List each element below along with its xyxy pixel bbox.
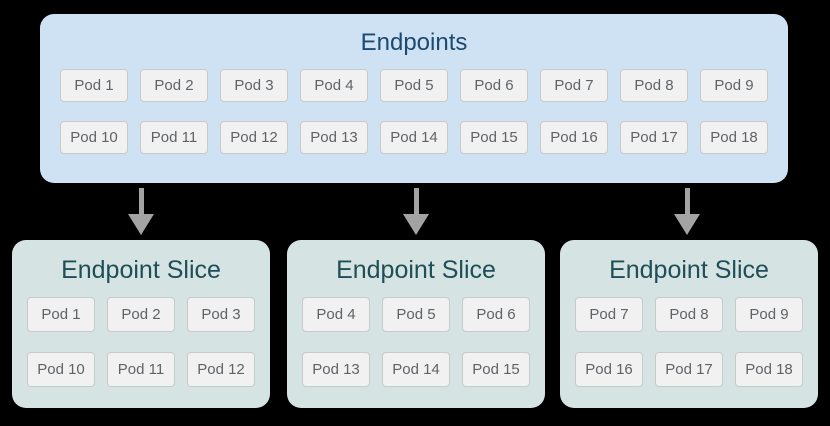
pod-chip: Pod 9: [700, 69, 768, 102]
pod-chip: Pod 8: [620, 69, 688, 102]
pod-chip: Pod 5: [380, 69, 448, 102]
pod-chip: Pod 18: [700, 121, 768, 154]
endpoints-box: Endpoints Pod 1 Pod 2 Pod 3 Pod 4 Pod 5 …: [40, 14, 788, 183]
arrow-head: [674, 214, 700, 235]
arrow-head: [403, 214, 429, 235]
pod-chip: Pod 10: [60, 121, 128, 154]
pod-chip: Pod 9: [735, 297, 803, 332]
pod-chip: Pod 16: [540, 121, 608, 154]
pod-chip: Pod 4: [302, 297, 370, 332]
pod-chip: Pod 1: [27, 297, 95, 332]
pod-chip: Pod 4: [300, 69, 368, 102]
pod-chip: Pod 16: [575, 352, 643, 387]
endpoint-slice-box-3: Endpoint Slice Pod 7 Pod 8 Pod 9 Pod 16 …: [560, 240, 818, 408]
pod-chip: Pod 3: [220, 69, 288, 102]
endpoint-slice-title: Endpoint Slice: [609, 256, 769, 284]
pod-chip: Pod 15: [462, 352, 530, 387]
pod-chip: Pod 15: [460, 121, 528, 154]
pod-chip: Pod 2: [107, 297, 175, 332]
endpoints-pod-grid: Pod 1 Pod 2 Pod 3 Pod 4 Pod 5 Pod 6 Pod …: [40, 69, 788, 154]
arrow-shaft: [413, 188, 419, 214]
pod-chip: Pod 17: [620, 121, 688, 154]
pod-chip: Pod 17: [655, 352, 723, 387]
pod-chip: Pod 11: [140, 121, 208, 154]
slice-pod-grid: Pod 4 Pod 5 Pod 6 Pod 13 Pod 14 Pod 15: [287, 297, 545, 387]
pod-chip: Pod 8: [655, 297, 723, 332]
endpoints-title: Endpoints: [360, 29, 468, 56]
arrow-head: [128, 214, 154, 235]
endpoint-slice-title: Endpoint Slice: [61, 256, 221, 284]
arrow-shaft: [684, 188, 690, 214]
pod-chip: Pod 5: [382, 297, 450, 332]
pod-chip: Pod 14: [380, 121, 448, 154]
pod-chip: Pod 6: [460, 69, 528, 102]
pod-chip: Pod 7: [540, 69, 608, 102]
pod-chip: Pod 1: [60, 69, 128, 102]
endpoint-slice-title: Endpoint Slice: [336, 256, 496, 284]
pod-chip: Pod 11: [107, 352, 175, 387]
pod-chip: Pod 7: [575, 297, 643, 332]
endpoint-slice-box-2: Endpoint Slice Pod 4 Pod 5 Pod 6 Pod 13 …: [287, 240, 545, 408]
slice-pod-grid: Pod 1 Pod 2 Pod 3 Pod 10 Pod 11 Pod 12: [12, 297, 270, 387]
pod-chip: Pod 18: [735, 352, 803, 387]
pod-chip: Pod 13: [302, 352, 370, 387]
arrow-shaft: [138, 188, 144, 214]
down-arrow-icon: [128, 188, 154, 236]
pod-chip: Pod 12: [187, 352, 255, 387]
down-arrow-icon: [674, 188, 700, 236]
pod-chip: Pod 13: [300, 121, 368, 154]
endpoint-slice-box-1: Endpoint Slice Pod 1 Pod 2 Pod 3 Pod 10 …: [12, 240, 270, 408]
pod-chip: Pod 6: [462, 297, 530, 332]
down-arrow-icon: [403, 188, 429, 236]
pod-chip: Pod 14: [382, 352, 450, 387]
pod-chip: Pod 12: [220, 121, 288, 154]
pod-chip: Pod 3: [187, 297, 255, 332]
pod-chip: Pod 2: [140, 69, 208, 102]
slice-pod-grid: Pod 7 Pod 8 Pod 9 Pod 16 Pod 17 Pod 18: [560, 297, 818, 387]
pod-chip: Pod 10: [27, 352, 95, 387]
